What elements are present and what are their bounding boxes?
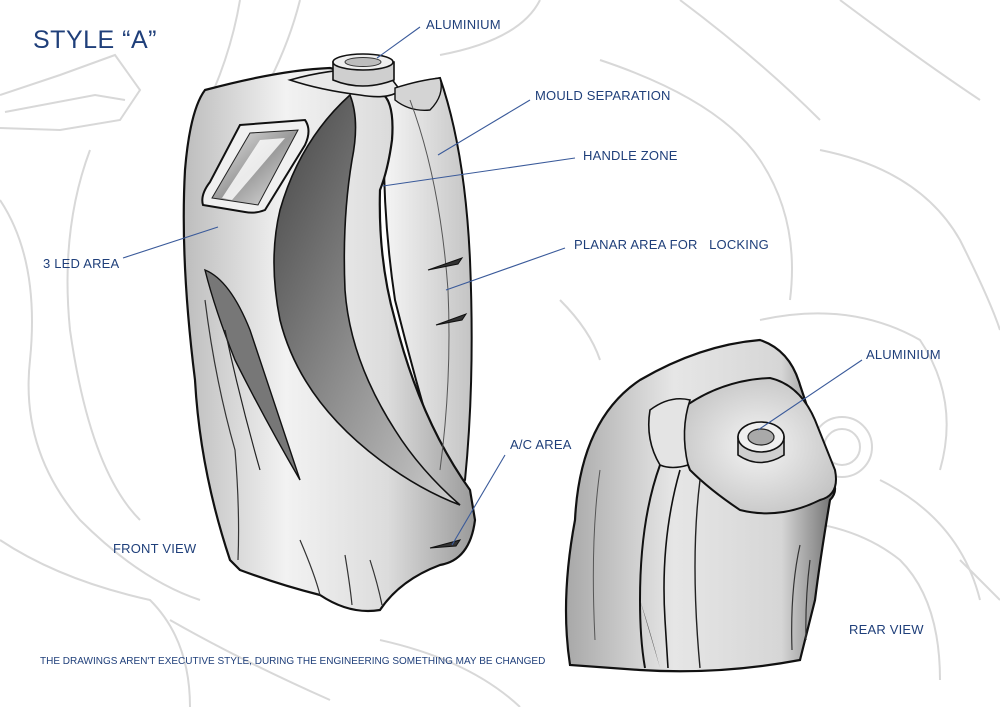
label-aluminium-rear: ALUMINIUM [866,347,941,362]
aluminium-ring-rear [737,421,785,464]
label-aluminium-top: ALUMINIUM [426,17,501,32]
label-handle-zone: HANDLE ZONE [583,148,678,163]
label-rear-view: REAR VIEW [849,622,924,637]
swoosh-groove [273,93,461,506]
page-title: STYLE “A” [33,26,157,54]
front-view-drawing [182,53,477,613]
label-led-area: 3 LED AREA [43,256,120,271]
rear-view-drawing [564,338,837,673]
label-planar-area: PLANAR AREA FOR LOCKING [574,237,769,252]
leader-lines [122,26,863,546]
label-front-view: FRONT VIEW [113,541,197,556]
disclaimer-note: THE DRAWINGS AREN'T EXECUTIVE STYLE, DUR… [40,656,546,667]
label-ac-area: A/C AREA [510,437,572,452]
label-mould-separation: MOULD SEPARATION [535,88,671,103]
